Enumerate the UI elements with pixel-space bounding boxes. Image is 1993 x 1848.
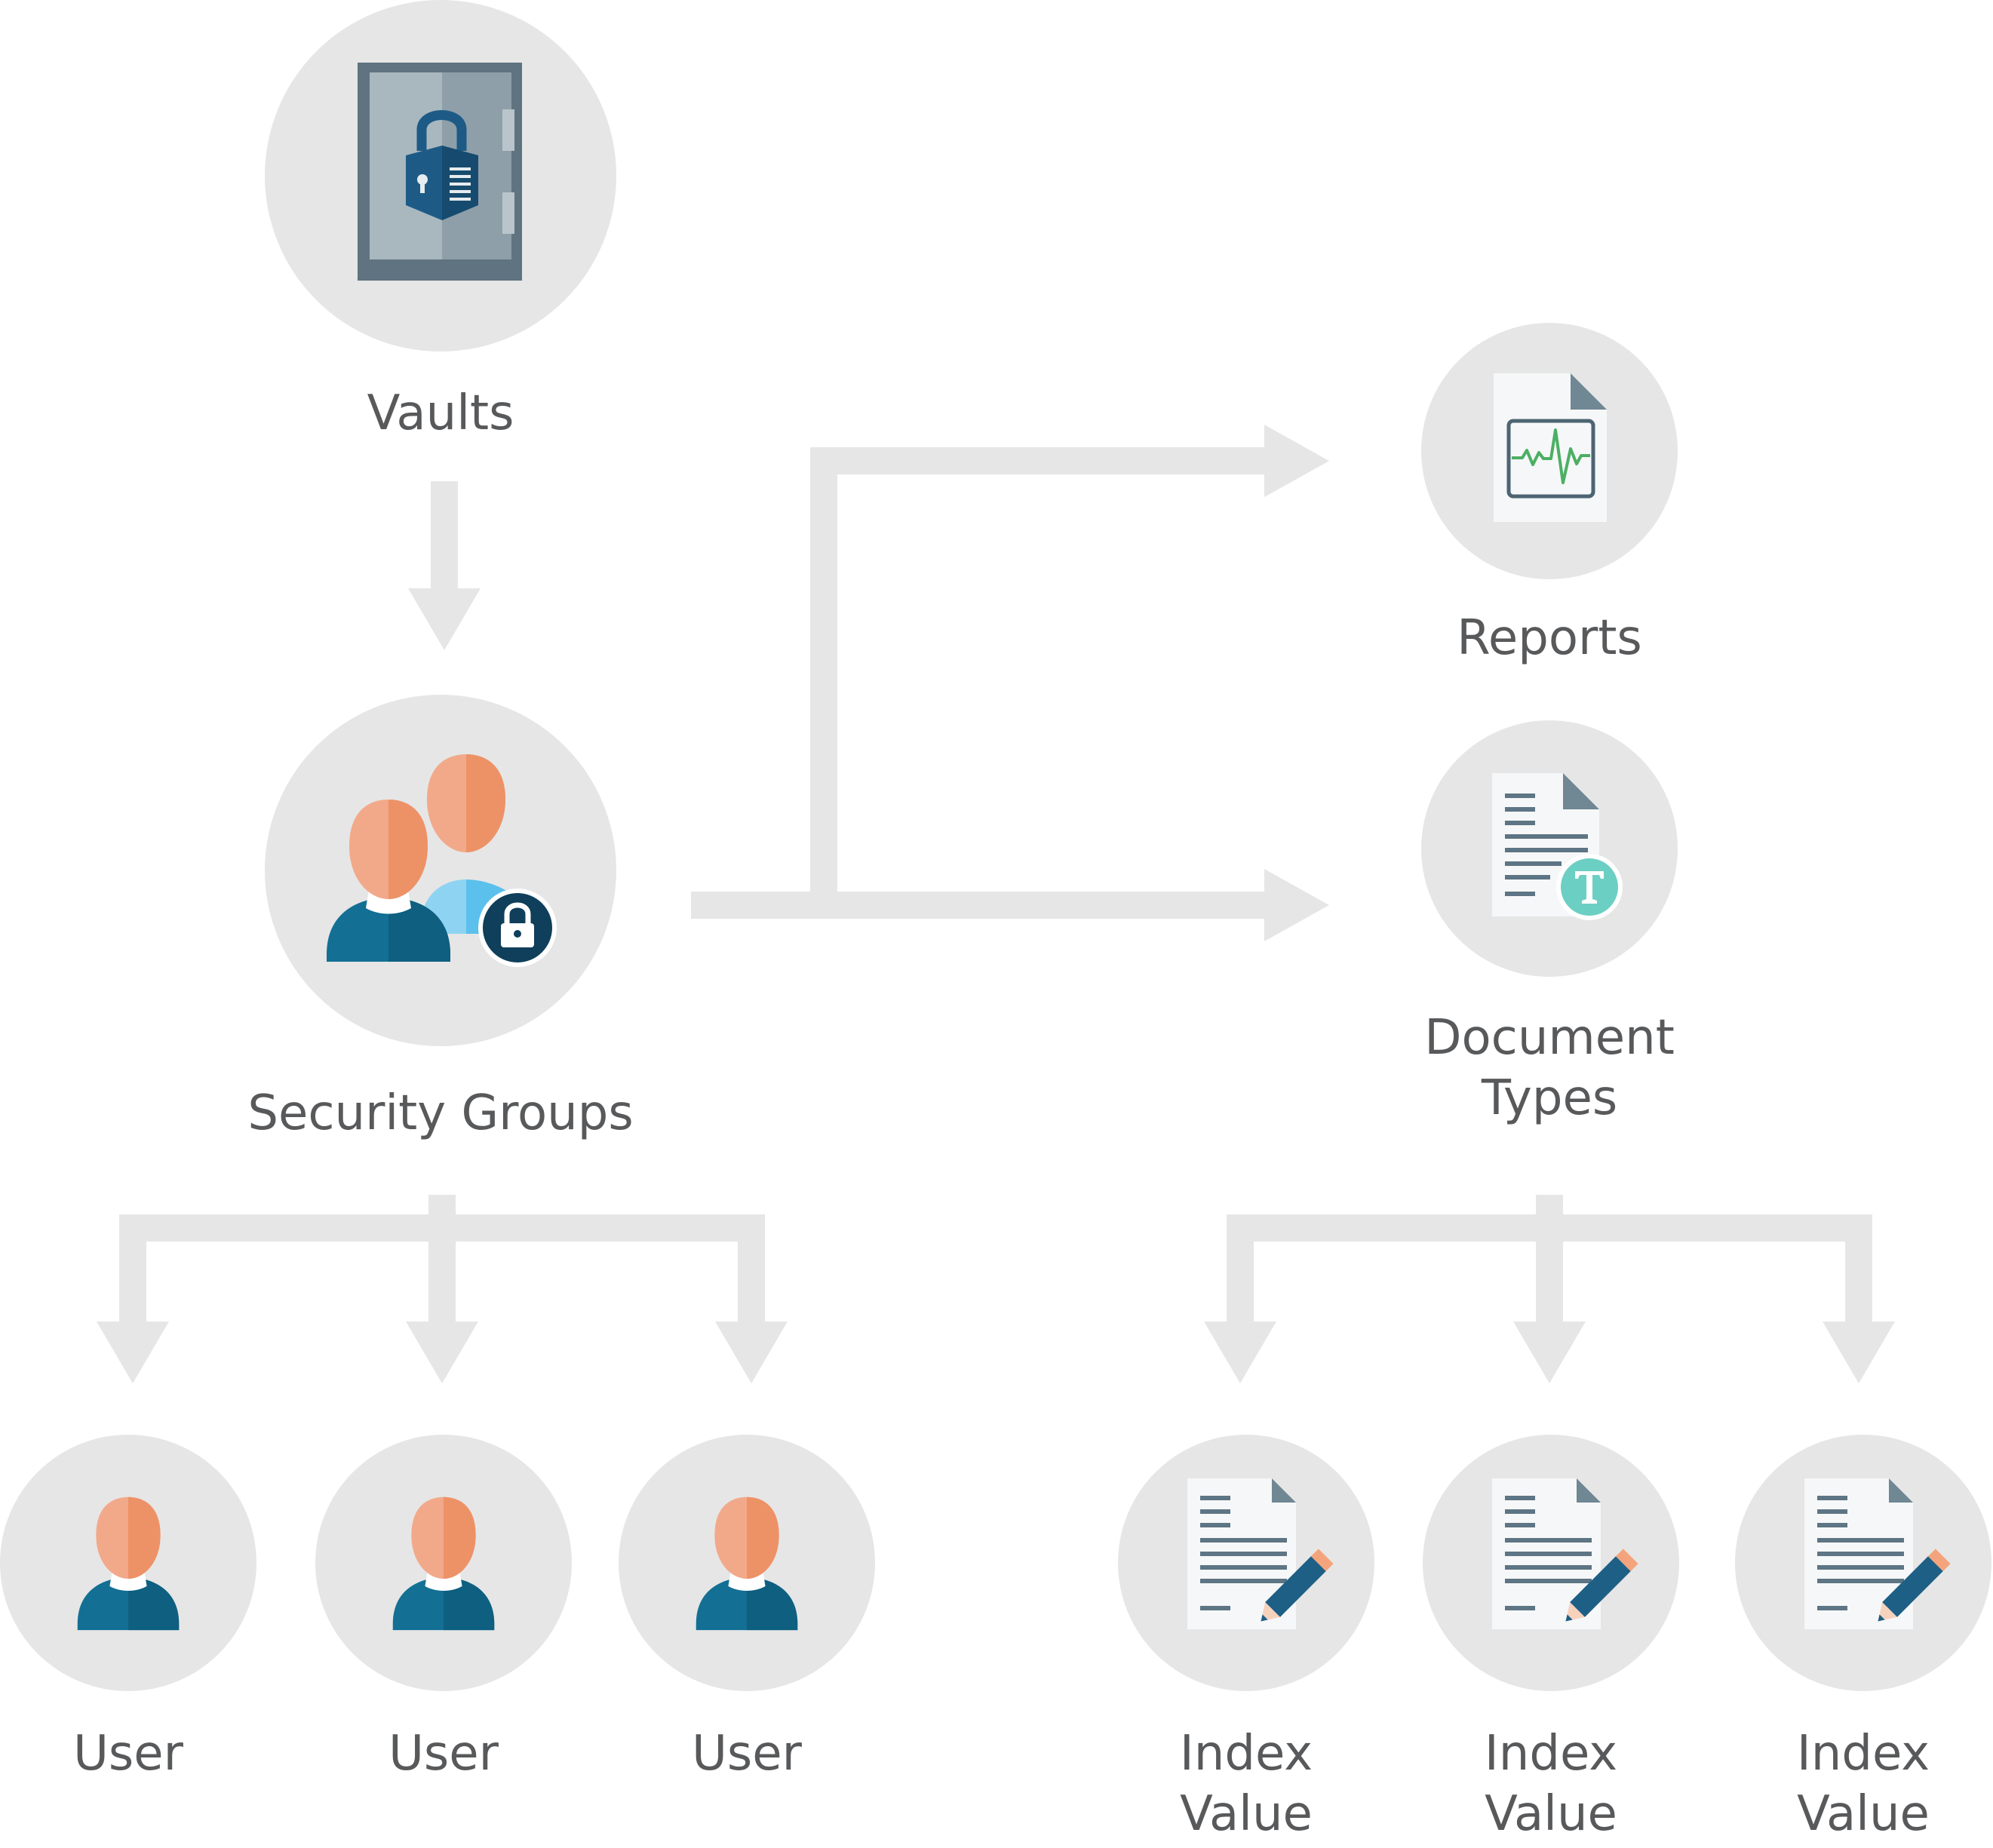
- node-user-2[interactable]: [315, 1435, 572, 1691]
- label-security-groups: Security Groups: [247, 1085, 634, 1141]
- label-index-value-2-line2: Value: [1485, 1786, 1617, 1842]
- label-user-1: User: [73, 1726, 183, 1782]
- node-user-1[interactable]: [0, 1435, 256, 1691]
- vault-safe-icon: [358, 63, 522, 281]
- node-security-groups[interactable]: [265, 695, 616, 1046]
- label-index-value-3-line2: Value: [1797, 1786, 1930, 1842]
- node-index-value-3[interactable]: [1735, 1435, 1991, 1691]
- node-vaults[interactable]: [265, 0, 616, 351]
- node-index-value-2[interactable]: [1423, 1435, 1679, 1691]
- node-user-3[interactable]: [619, 1435, 875, 1691]
- label-user-3: User: [692, 1726, 802, 1782]
- security-group-icon: [327, 754, 557, 967]
- label-index-value-3: Index Value: [1750, 1724, 1976, 1844]
- arrow-vaults-to-security-groups: [408, 481, 481, 650]
- label-index-value-1-line1: Index: [1179, 1726, 1313, 1782]
- label-reports: Reports: [1457, 610, 1642, 666]
- label-document-types-line1: Document: [1424, 1010, 1675, 1066]
- label-index-value-3-line1: Index: [1796, 1726, 1930, 1782]
- label-index-value-2: Index Value: [1438, 1724, 1664, 1844]
- label-document-types: Document Types: [1399, 1008, 1700, 1128]
- label-user-2: User: [388, 1726, 499, 1782]
- label-index-value-2-line1: Index: [1484, 1726, 1618, 1782]
- node-reports[interactable]: [1421, 323, 1678, 579]
- label-index-value-1-line2: Value: [1180, 1786, 1313, 1842]
- report-document-icon: [1494, 373, 1607, 522]
- arrow-security-groups-to-users: [97, 1195, 788, 1383]
- label-vaults: Vaults: [367, 385, 514, 441]
- node-document-types[interactable]: [1421, 720, 1678, 977]
- node-index-value-1[interactable]: [1118, 1435, 1374, 1691]
- arrow-document-types-to-index-values: [1204, 1195, 1895, 1383]
- label-index-value-1: Index Value: [1133, 1724, 1359, 1844]
- label-document-types-line2: Types: [1481, 1070, 1618, 1126]
- arrow-security-groups-to-reports-and-types: [691, 425, 1329, 941]
- document-type-icon: [1492, 773, 1623, 920]
